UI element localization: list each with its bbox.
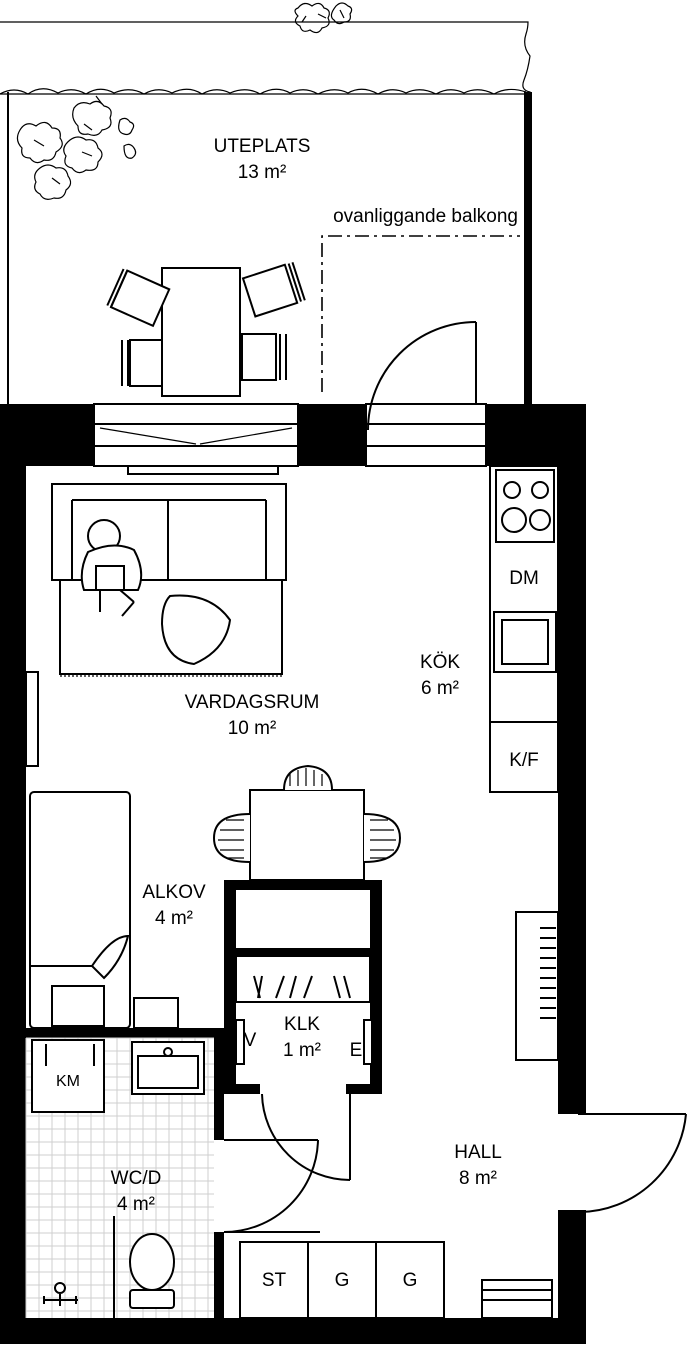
- room-area-hall: 8 m²: [459, 1168, 497, 1189]
- room-area-uteplats: 13 m²: [238, 162, 287, 183]
- closet-v: V: [244, 1030, 257, 1051]
- wardrobe-g1: G: [335, 1270, 350, 1291]
- room-label-klk: KLK: [284, 1014, 320, 1035]
- appliance-kf: K/F: [509, 750, 539, 771]
- radiator-left: [25, 671, 39, 767]
- washing-machine: [31, 1039, 105, 1113]
- wardrobe-st: ST: [262, 1270, 287, 1291]
- room-area-klk: 1 m²: [283, 1040, 321, 1061]
- room-area-vardagsrum: 10 m²: [228, 718, 277, 739]
- room-label-vardagsrum: VARDAGSRUM: [185, 692, 320, 713]
- bed: [29, 791, 179, 1029]
- room-label-kok: KÖK: [420, 652, 460, 673]
- person-reading: [80, 519, 143, 617]
- kitchen-counter: [489, 465, 559, 793]
- closet-door: [261, 1093, 351, 1181]
- room-label-alkov: ALKOV: [142, 882, 206, 903]
- plant-patio: [16, 95, 137, 200]
- appliance-km: KM: [56, 1073, 80, 1090]
- patio-fence: [7, 92, 532, 408]
- balcony-outline: [321, 235, 520, 392]
- window-living: [93, 403, 299, 475]
- patio-table-set: [106, 262, 306, 397]
- balcony-label: ovanliggande balkong: [333, 206, 518, 227]
- hedge-boundary: [0, 21, 531, 95]
- appliance-dm: DM: [509, 568, 539, 589]
- door-balcony: [365, 321, 487, 467]
- closet-e: E: [350, 1040, 363, 1061]
- plant-top: [294, 2, 353, 34]
- hall-wardrobes: [239, 1241, 445, 1319]
- room-area-alkov: 4 m²: [155, 908, 193, 929]
- shoe-rack: [481, 1279, 553, 1319]
- toilet: [129, 1233, 175, 1309]
- room-label-hall: HALL: [454, 1142, 502, 1163]
- shower-mixer: [43, 1282, 78, 1306]
- room-area-wcd: 4 m²: [117, 1194, 155, 1215]
- closet-rail: [235, 955, 373, 1065]
- dining-table: [212, 764, 402, 881]
- entrance-door: [578, 1113, 687, 1213]
- hall-shelf: [515, 911, 559, 1061]
- room-area-kok: 6 m²: [421, 678, 459, 699]
- room-label-wcd: WC/D: [111, 1168, 162, 1189]
- wc-door: [223, 1139, 320, 1233]
- room-label-uteplats: UTEPLATS: [214, 136, 311, 157]
- wardrobe-g2: G: [403, 1270, 418, 1291]
- walls: [0, 404, 586, 1344]
- sink: [131, 1041, 205, 1095]
- pouf: [160, 594, 232, 666]
